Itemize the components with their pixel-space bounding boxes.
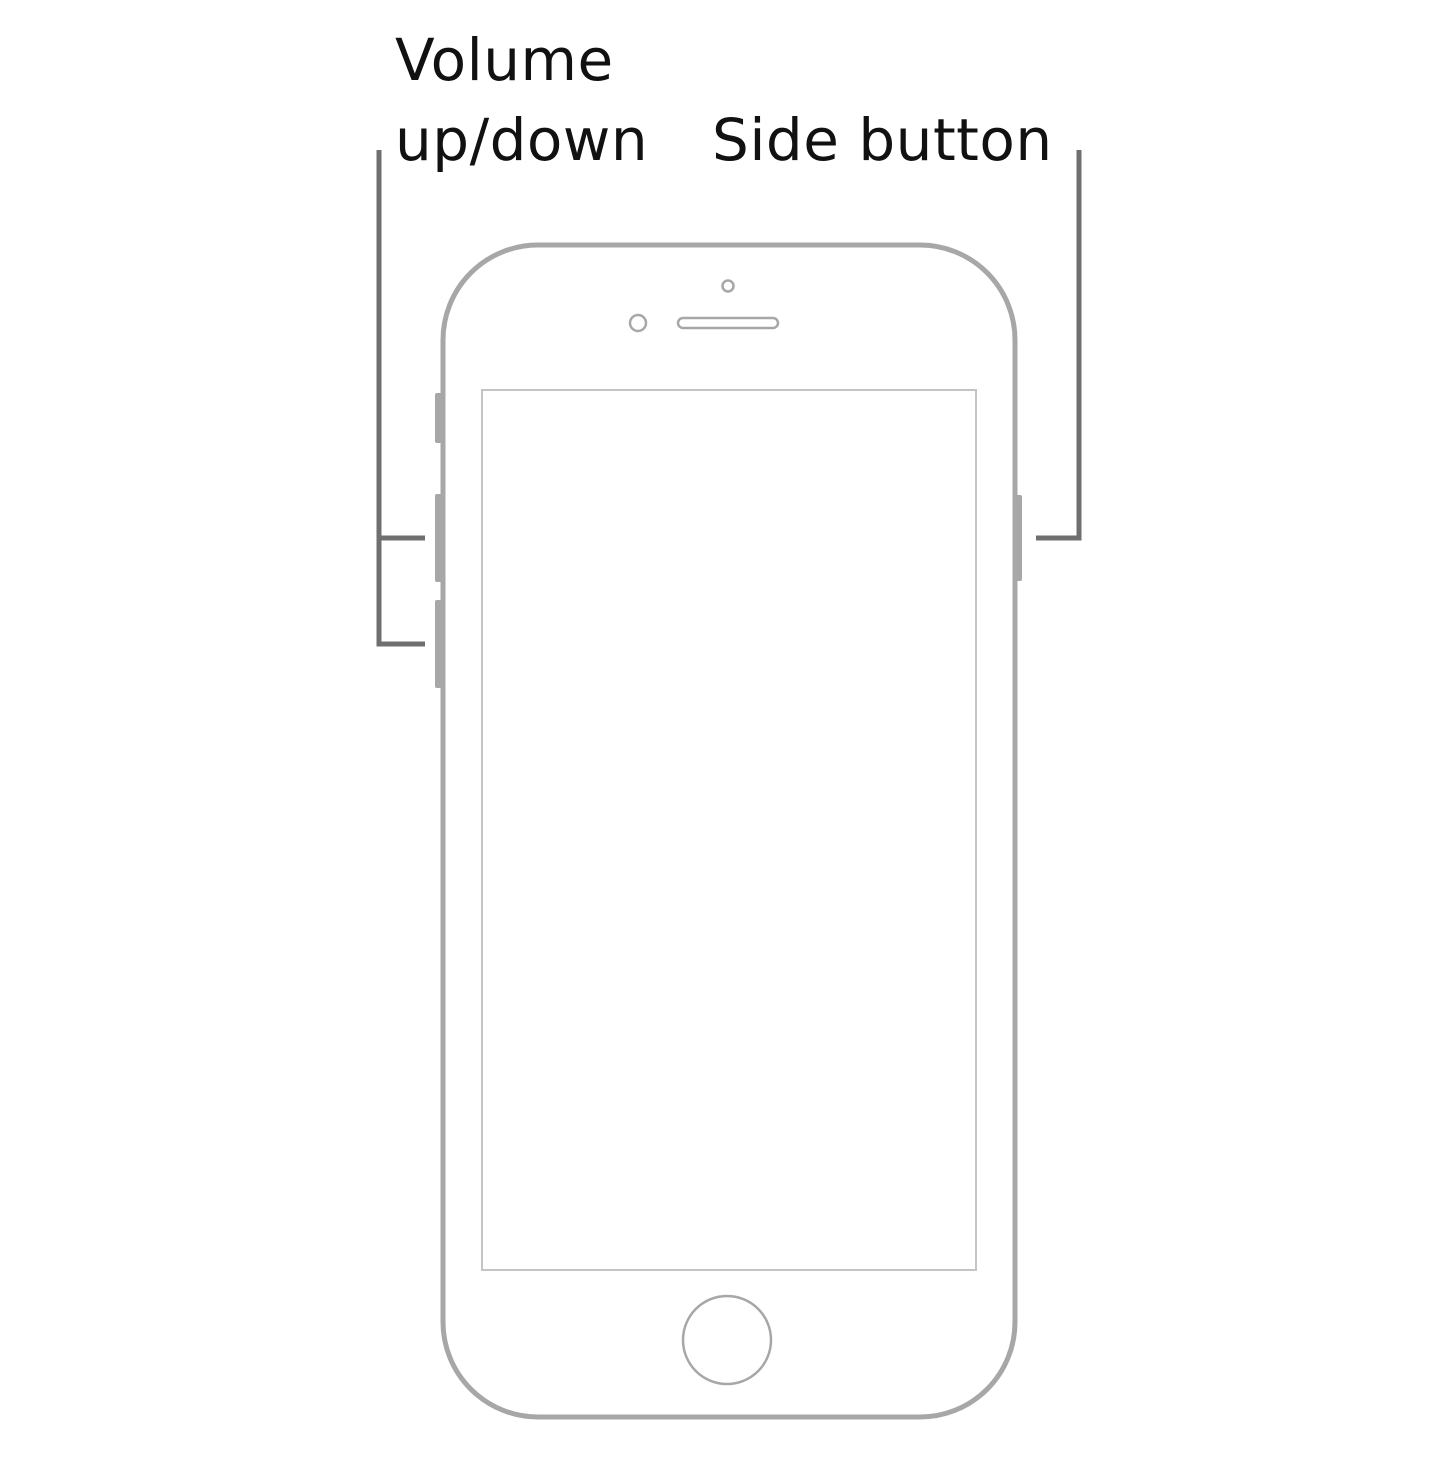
volume-label: Volume up/down bbox=[395, 20, 648, 180]
volume-label-line1: Volume bbox=[395, 26, 614, 94]
mute-switch bbox=[435, 393, 444, 443]
side-button-callout-line bbox=[1036, 150, 1082, 541]
side-button bbox=[1013, 495, 1022, 581]
volume-label-line2: up/down bbox=[395, 106, 649, 174]
proximity-sensor bbox=[721, 279, 735, 293]
earpiece-speaker bbox=[676, 316, 780, 330]
volume-up-button bbox=[435, 494, 444, 582]
side-button-label: Side button bbox=[712, 106, 1053, 174]
volume-callout-line bbox=[376, 150, 425, 647]
front-camera bbox=[628, 313, 648, 333]
volume-down-button bbox=[435, 600, 444, 688]
home-button bbox=[681, 1294, 773, 1386]
phone-screen bbox=[481, 389, 977, 1271]
